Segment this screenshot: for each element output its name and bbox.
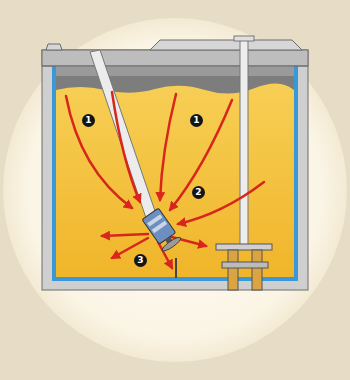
pipe-clamp bbox=[222, 262, 268, 268]
guide-stub bbox=[175, 258, 177, 278]
mixer-mast bbox=[90, 50, 156, 218]
roof-hatch bbox=[46, 44, 62, 50]
roof-lid bbox=[150, 40, 302, 50]
flow-arrow bbox=[102, 234, 148, 236]
background-circle bbox=[3, 18, 347, 362]
tank-roof bbox=[42, 50, 308, 66]
shaft-flange bbox=[234, 36, 254, 41]
flow-arrow bbox=[112, 92, 140, 202]
flow-arrow bbox=[178, 182, 264, 224]
roof-underside bbox=[56, 66, 294, 76]
flow-arrow bbox=[66, 96, 132, 208]
flow-arrow bbox=[160, 94, 176, 200]
vertical-shaft bbox=[240, 38, 248, 246]
base-plate bbox=[216, 244, 272, 250]
roof-line bbox=[42, 66, 308, 67]
liquid bbox=[56, 83, 294, 277]
tank-lining bbox=[52, 62, 298, 281]
gas-space bbox=[56, 64, 294, 277]
callout-number: 2 bbox=[192, 186, 205, 199]
outlet-pipe bbox=[252, 250, 262, 290]
callout-number: 1 bbox=[82, 114, 95, 127]
mixer-unit bbox=[141, 207, 182, 252]
callout-number: 1 bbox=[190, 114, 203, 127]
callout-number: 3 bbox=[134, 254, 147, 267]
outlet-pipe bbox=[228, 250, 238, 290]
flow-arrow bbox=[170, 100, 232, 210]
concrete-wall bbox=[42, 50, 308, 290]
